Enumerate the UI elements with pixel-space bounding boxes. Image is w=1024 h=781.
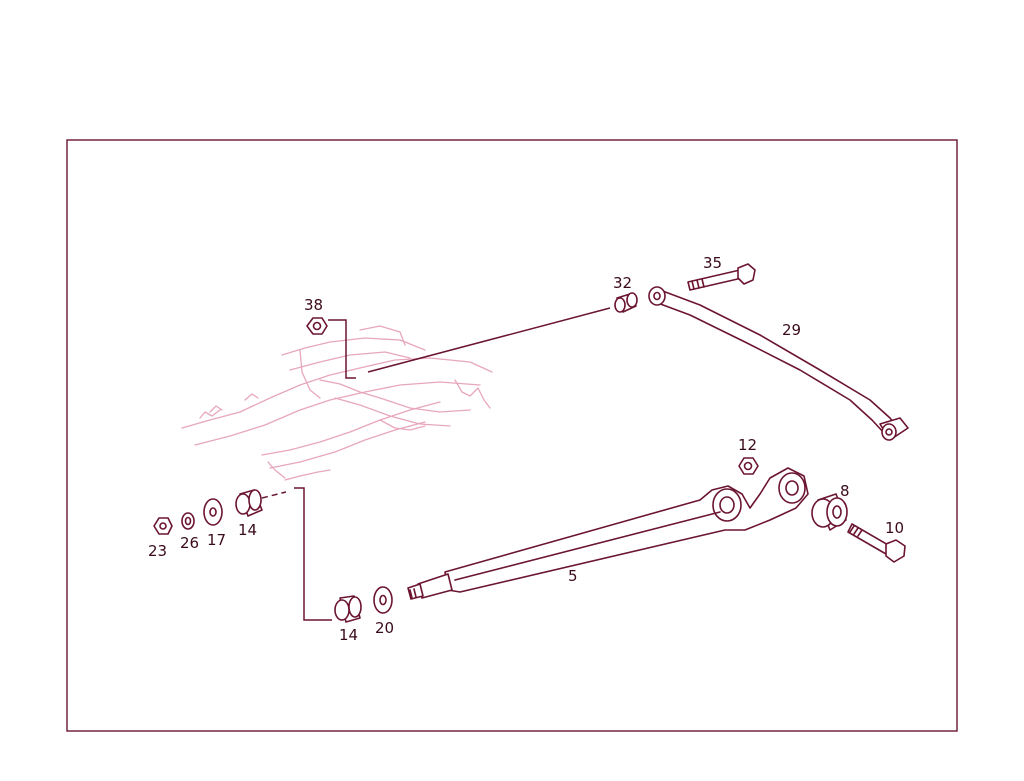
part-38-nut (306, 317, 356, 379)
callout-35: 35 (703, 254, 722, 272)
callout-14-lower: 14 (339, 626, 358, 644)
callout-8: 8 (840, 482, 850, 500)
part-14-lower-bushing (294, 487, 362, 623)
part-26-washer (181, 512, 195, 530)
callout-20: 20 (375, 619, 394, 637)
part-12-nut (738, 457, 759, 475)
diagram-border (66, 139, 958, 732)
callout-29: 29 (782, 321, 801, 339)
callout-17: 17 (207, 531, 226, 549)
callout-23: 23 (148, 542, 167, 560)
part-23-nut (153, 517, 173, 535)
part-29-rod (648, 286, 909, 441)
part-17-washer (203, 498, 223, 526)
part-32-bushing (614, 292, 638, 313)
part-8-bushing (811, 493, 848, 531)
part-10-bolt (847, 523, 906, 563)
part-5-control-arm (407, 467, 809, 600)
part-35-bolt (687, 263, 756, 291)
callout-5: 5 (568, 567, 578, 585)
callout-26: 26 (180, 534, 199, 552)
callout-38: 38 (304, 296, 323, 314)
callout-32: 32 (613, 274, 632, 292)
callout-14-upper: 14 (238, 521, 257, 539)
part-20-washer (373, 586, 393, 614)
callout-12: 12 (738, 436, 757, 454)
callout-10: 10 (885, 519, 904, 537)
leader-32 (367, 307, 611, 373)
vehicle-frame-ghost (181, 325, 493, 481)
part-14-upper-bushing (235, 489, 287, 517)
